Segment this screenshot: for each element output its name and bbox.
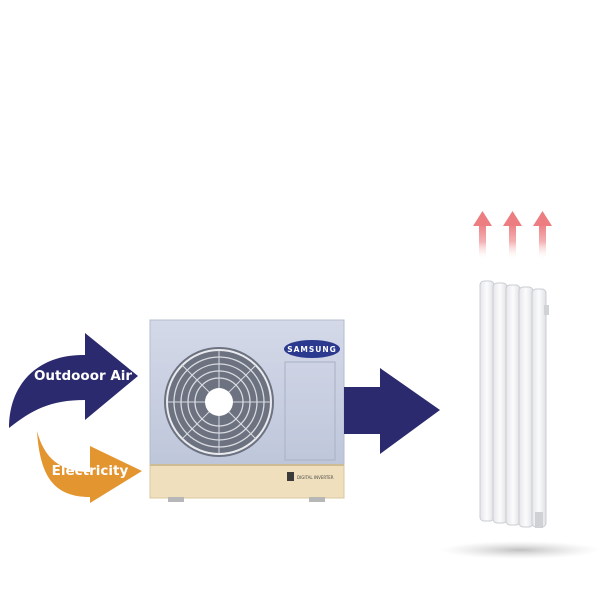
brand-label: SAMSUNG <box>287 345 337 354</box>
radiator <box>479 280 549 528</box>
heat-rising-arrow-icon <box>503 211 522 260</box>
electricity-arrow: Electricity <box>37 431 142 503</box>
badge-label: DIGITAL INVERTER <box>297 475 334 480</box>
heat-output-arrow <box>344 368 440 454</box>
outdoor-air-arrow: Outdooor Air <box>9 333 138 428</box>
samsung-logo: SAMSUNG <box>284 340 340 358</box>
heat-rising-arrows <box>473 211 552 260</box>
heat-pump-unit: SAMSUNG DIGITAL INVERTER <box>149 319 345 502</box>
outdoor-air-label: Outdooor Air <box>34 368 132 384</box>
digital-inverter-badge: DIGITAL INVERTER <box>287 472 334 481</box>
heat-rising-arrow-icon <box>473 211 492 260</box>
electricity-label: Electricity <box>52 463 129 479</box>
fan-grille-icon <box>164 347 274 457</box>
heat-rising-arrow-icon <box>533 211 552 260</box>
radiator-shadow <box>440 541 600 559</box>
